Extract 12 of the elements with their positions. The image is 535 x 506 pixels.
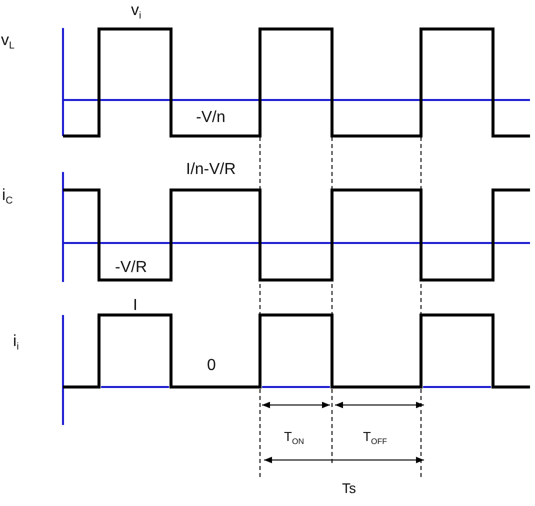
signal-label: I/n-V/R <box>186 162 236 178</box>
signal-label: -V/R <box>115 260 147 276</box>
signal-label: Ts <box>342 481 356 495</box>
signal-label: i$_{i}$ <box>13 334 19 352</box>
signal-label: T$_{ON}$ <box>284 430 304 446</box>
signal-label: I <box>133 298 138 314</box>
signal-label: i$_{C}$ <box>2 188 13 206</box>
signal-label: v$_{i}$ <box>131 3 142 22</box>
signal-label: v$_{L}$ <box>1 33 15 52</box>
signal-label: 0 <box>207 358 216 374</box>
signal-label: -V/n <box>196 110 226 126</box>
signal-label: T$_{OFF}$ <box>363 430 388 446</box>
